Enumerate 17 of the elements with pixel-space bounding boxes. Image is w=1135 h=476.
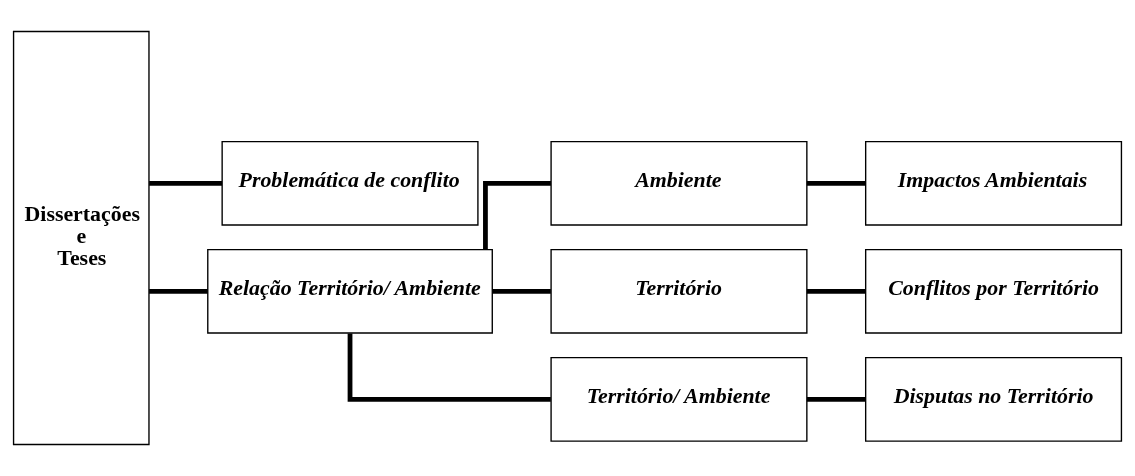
node-box: Impactos Ambientais [865, 140, 1123, 226]
node-box: Dissertações e Teses [12, 30, 150, 446]
node-box: Conflitos por Território [865, 248, 1123, 334]
connector [483, 180, 551, 250]
connector [806, 180, 866, 186]
connector [806, 288, 866, 294]
connector [149, 180, 222, 186]
connector [149, 288, 208, 294]
node-box: Ambiente [550, 140, 808, 226]
node-box: Território/ Ambiente [550, 357, 808, 442]
node-box: Disputas no Território [865, 357, 1123, 442]
node-box: Relação Território/ Ambiente [207, 248, 493, 334]
connector [492, 288, 551, 294]
connector [347, 333, 551, 402]
node-box: Problemática de conflito [221, 140, 479, 226]
connector [806, 397, 866, 402]
node-box: Território [550, 248, 808, 334]
